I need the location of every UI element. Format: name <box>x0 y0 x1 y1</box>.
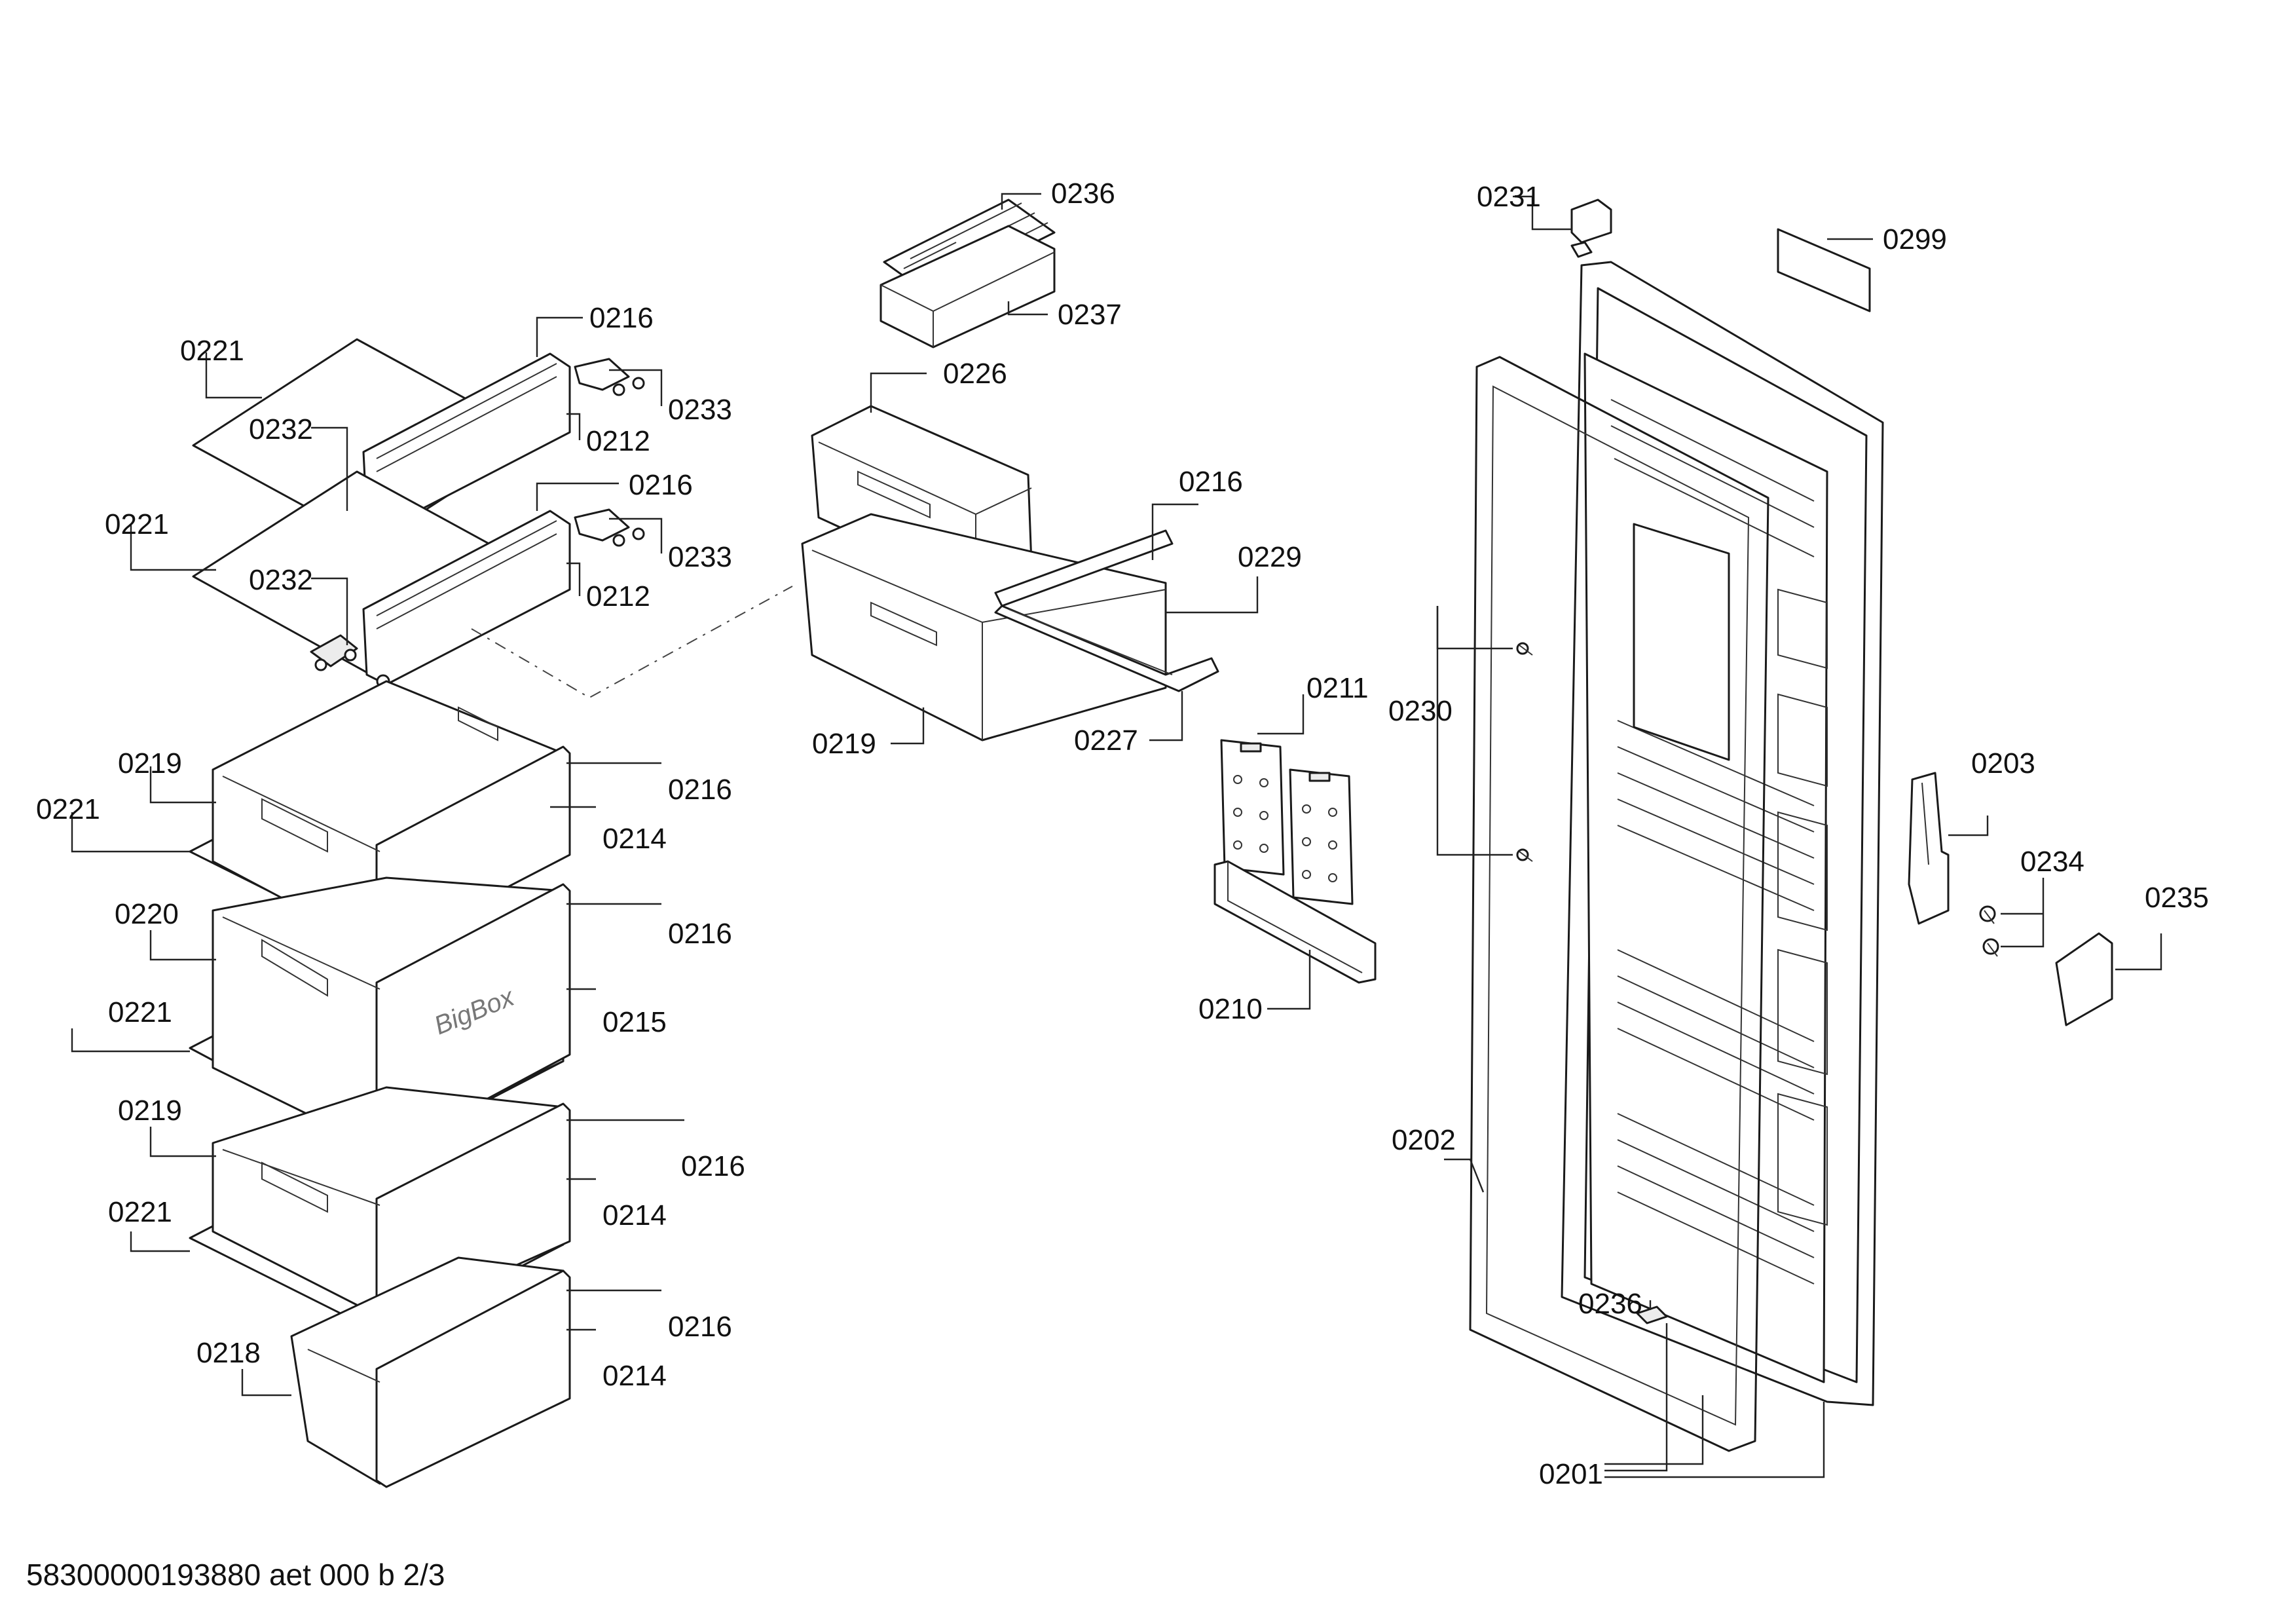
shelf-cover-lower <box>362 510 571 686</box>
ice-pack-right <box>1289 768 1354 905</box>
label-0221: 0221 <box>108 1196 172 1228</box>
label-0201: 0201 <box>1539 1458 1603 1490</box>
ice-drawer-frame <box>801 513 1167 741</box>
label-0216: 0216 <box>668 774 732 806</box>
label-0212: 0212 <box>586 580 650 612</box>
ice-pack-holder <box>1213 860 1377 984</box>
label-0219: 0219 <box>118 747 182 779</box>
label-0221: 0221 <box>105 508 169 540</box>
label-0216: 0216 <box>589 302 654 334</box>
label-0219: 0219 <box>812 728 876 760</box>
label-0218: 0218 <box>196 1337 261 1369</box>
label-0236: 0236 <box>1578 1288 1642 1320</box>
label-0214: 0214 <box>602 1199 667 1231</box>
label-0216: 0216 <box>629 469 693 501</box>
drawer-bottom <box>290 1256 571 1488</box>
ice-drawer-rail <box>994 529 1219 692</box>
label-0233: 0233 <box>668 541 732 573</box>
door-badge <box>1777 228 1871 312</box>
label-0229: 0229 <box>1238 541 1302 573</box>
door-hinge-cap <box>1570 198 1612 258</box>
label-0215: 0215 <box>602 1006 667 1038</box>
shelf-end-cap-upper <box>574 358 645 396</box>
handle-cover <box>2055 932 2113 1026</box>
label-0234: 0234 <box>2020 846 2084 878</box>
gasket-screws <box>1516 642 1533 862</box>
label-0211: 0211 <box>1306 672 1369 704</box>
label-0220: 0220 <box>115 898 179 930</box>
label-0237: 0237 <box>1058 299 1122 331</box>
label-0221: 0221 <box>180 335 244 367</box>
label-0202: 0202 <box>1392 1124 1456 1156</box>
label-0216: 0216 <box>668 918 732 950</box>
label-0235: 0235 <box>2145 882 2209 914</box>
label-0219: 0219 <box>118 1095 182 1127</box>
label-0214: 0214 <box>602 1360 667 1392</box>
label-0214: 0214 <box>602 823 667 855</box>
shelf-end-cap-lower <box>574 508 645 547</box>
leader-lines <box>71 193 2162 1478</box>
document-code: 58300000193880 aet 000 b 2/3 <box>26 1558 445 1592</box>
ice-container <box>880 225 1056 348</box>
label-0221: 0221 <box>108 996 172 1028</box>
label-0221: 0221 <box>36 793 100 825</box>
ice-pack-left <box>1220 739 1285 876</box>
label-0227: 0227 <box>1074 724 1138 757</box>
label-0216: 0216 <box>681 1150 745 1182</box>
shelf-bracket-lower <box>310 634 358 671</box>
label-0216: 0216 <box>1179 466 1243 498</box>
label-0210: 0210 <box>1198 993 1263 1025</box>
part-labels: 0221 0232 0216 0233 0212 0221 0232 0216 … <box>36 178 2209 1490</box>
door-handle <box>1908 772 1950 925</box>
label-0232: 0232 <box>249 564 313 596</box>
label-0236: 0236 <box>1051 178 1115 210</box>
door-gasket <box>1469 356 1769 1452</box>
label-0231: 0231 <box>1477 181 1541 213</box>
label-0299: 0299 <box>1883 223 1947 255</box>
label-0216: 0216 <box>668 1311 732 1343</box>
label-0233: 0233 <box>668 394 732 426</box>
label-0203: 0203 <box>1971 747 2035 779</box>
handle-screws <box>1979 905 1999 957</box>
label-0232: 0232 <box>249 413 313 445</box>
label-0212: 0212 <box>586 425 650 457</box>
label-0226: 0226 <box>943 358 1007 390</box>
label-0230: 0230 <box>1388 695 1453 727</box>
door-inner-liner <box>1583 352 1828 1383</box>
